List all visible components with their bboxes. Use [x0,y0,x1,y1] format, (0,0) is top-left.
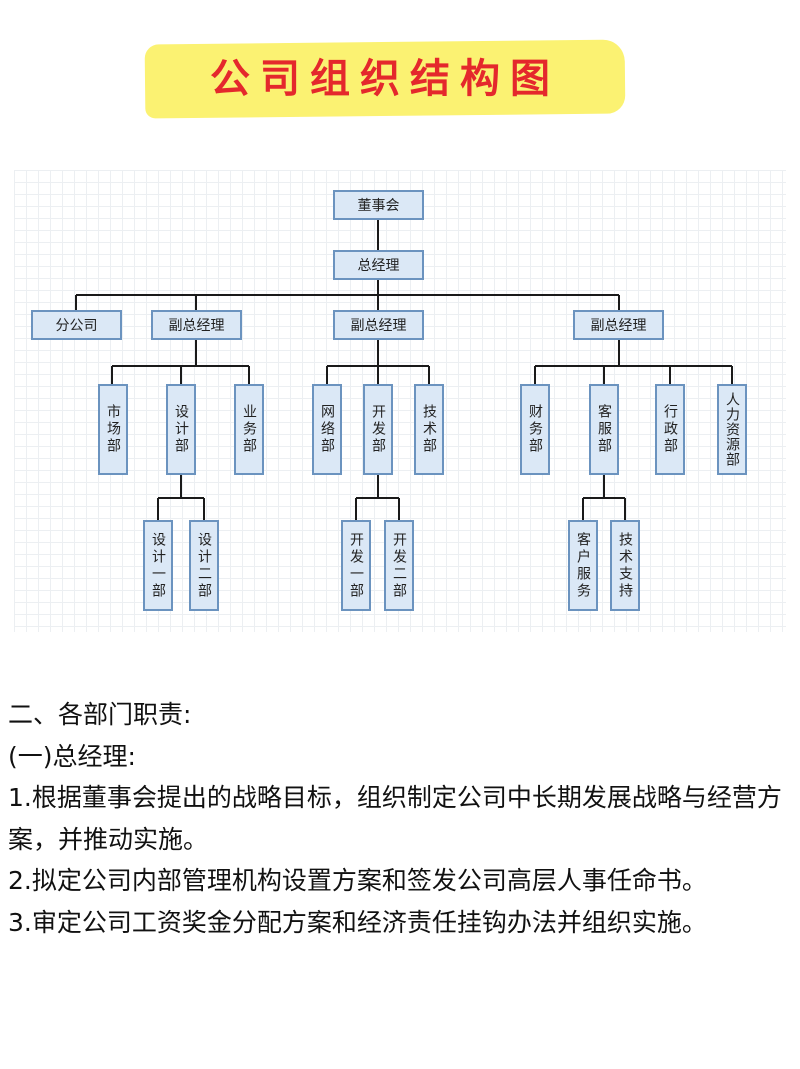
node-tech: 技术部 [414,384,444,475]
page-title: 公司组织结构图 [210,55,560,102]
duties-text: 二、各部门职责: (一)总经理: 1.根据董事会提出的战略目标，组织制定公司中长… [8,694,792,943]
node-design2: 设计二部 [189,520,219,611]
node-board: 董事会 [333,190,424,220]
subsection-heading: (一)总经理: [8,741,136,771]
node-vp-right: 副总经理 [573,310,664,340]
node-admin: 行政部 [655,384,685,475]
node-vp-left: 副总经理 [151,310,242,340]
node-service: 客服部 [589,384,619,475]
node-dev1: 开发一部 [341,520,371,611]
node-tech-support: 技术支持 [610,520,640,611]
org-chart: 董事会 总经理 分公司 副总经理 副总经理 副总经理 市场部 设计部 业务部 网… [14,170,786,632]
node-finance: 财务部 [520,384,550,475]
duty-item-1: 1.根据董事会提出的战略目标，组织制定公司中长期发展战略与经营方案，并推动实施。 [8,783,782,854]
node-branch: 分公司 [31,310,122,340]
node-hr: 人力资源部 [717,384,747,475]
duty-item-3: 3.审定公司工资奖金分配方案和经济责任挂钩办法并组织实施。 [8,907,707,937]
node-design1: 设计一部 [143,520,173,611]
title-banner: 公司组织结构图 [144,39,626,119]
org-connectors [75,220,733,520]
node-business: 业务部 [234,384,264,475]
node-dev2: 开发二部 [384,520,414,611]
node-market: 市场部 [98,384,128,475]
node-gm: 总经理 [333,250,424,280]
section-heading: 二、各部门职责: [8,700,192,729]
duty-item-2: 2.拟定公司内部管理机构设置方案和签发公司高层人事任命书。 [8,866,707,895]
node-design: 设计部 [166,384,196,475]
node-cust-service: 客户服务 [568,520,598,611]
node-network: 网络部 [312,384,342,475]
node-vp-mid: 副总经理 [333,310,424,340]
node-dev: 开发部 [363,384,393,475]
